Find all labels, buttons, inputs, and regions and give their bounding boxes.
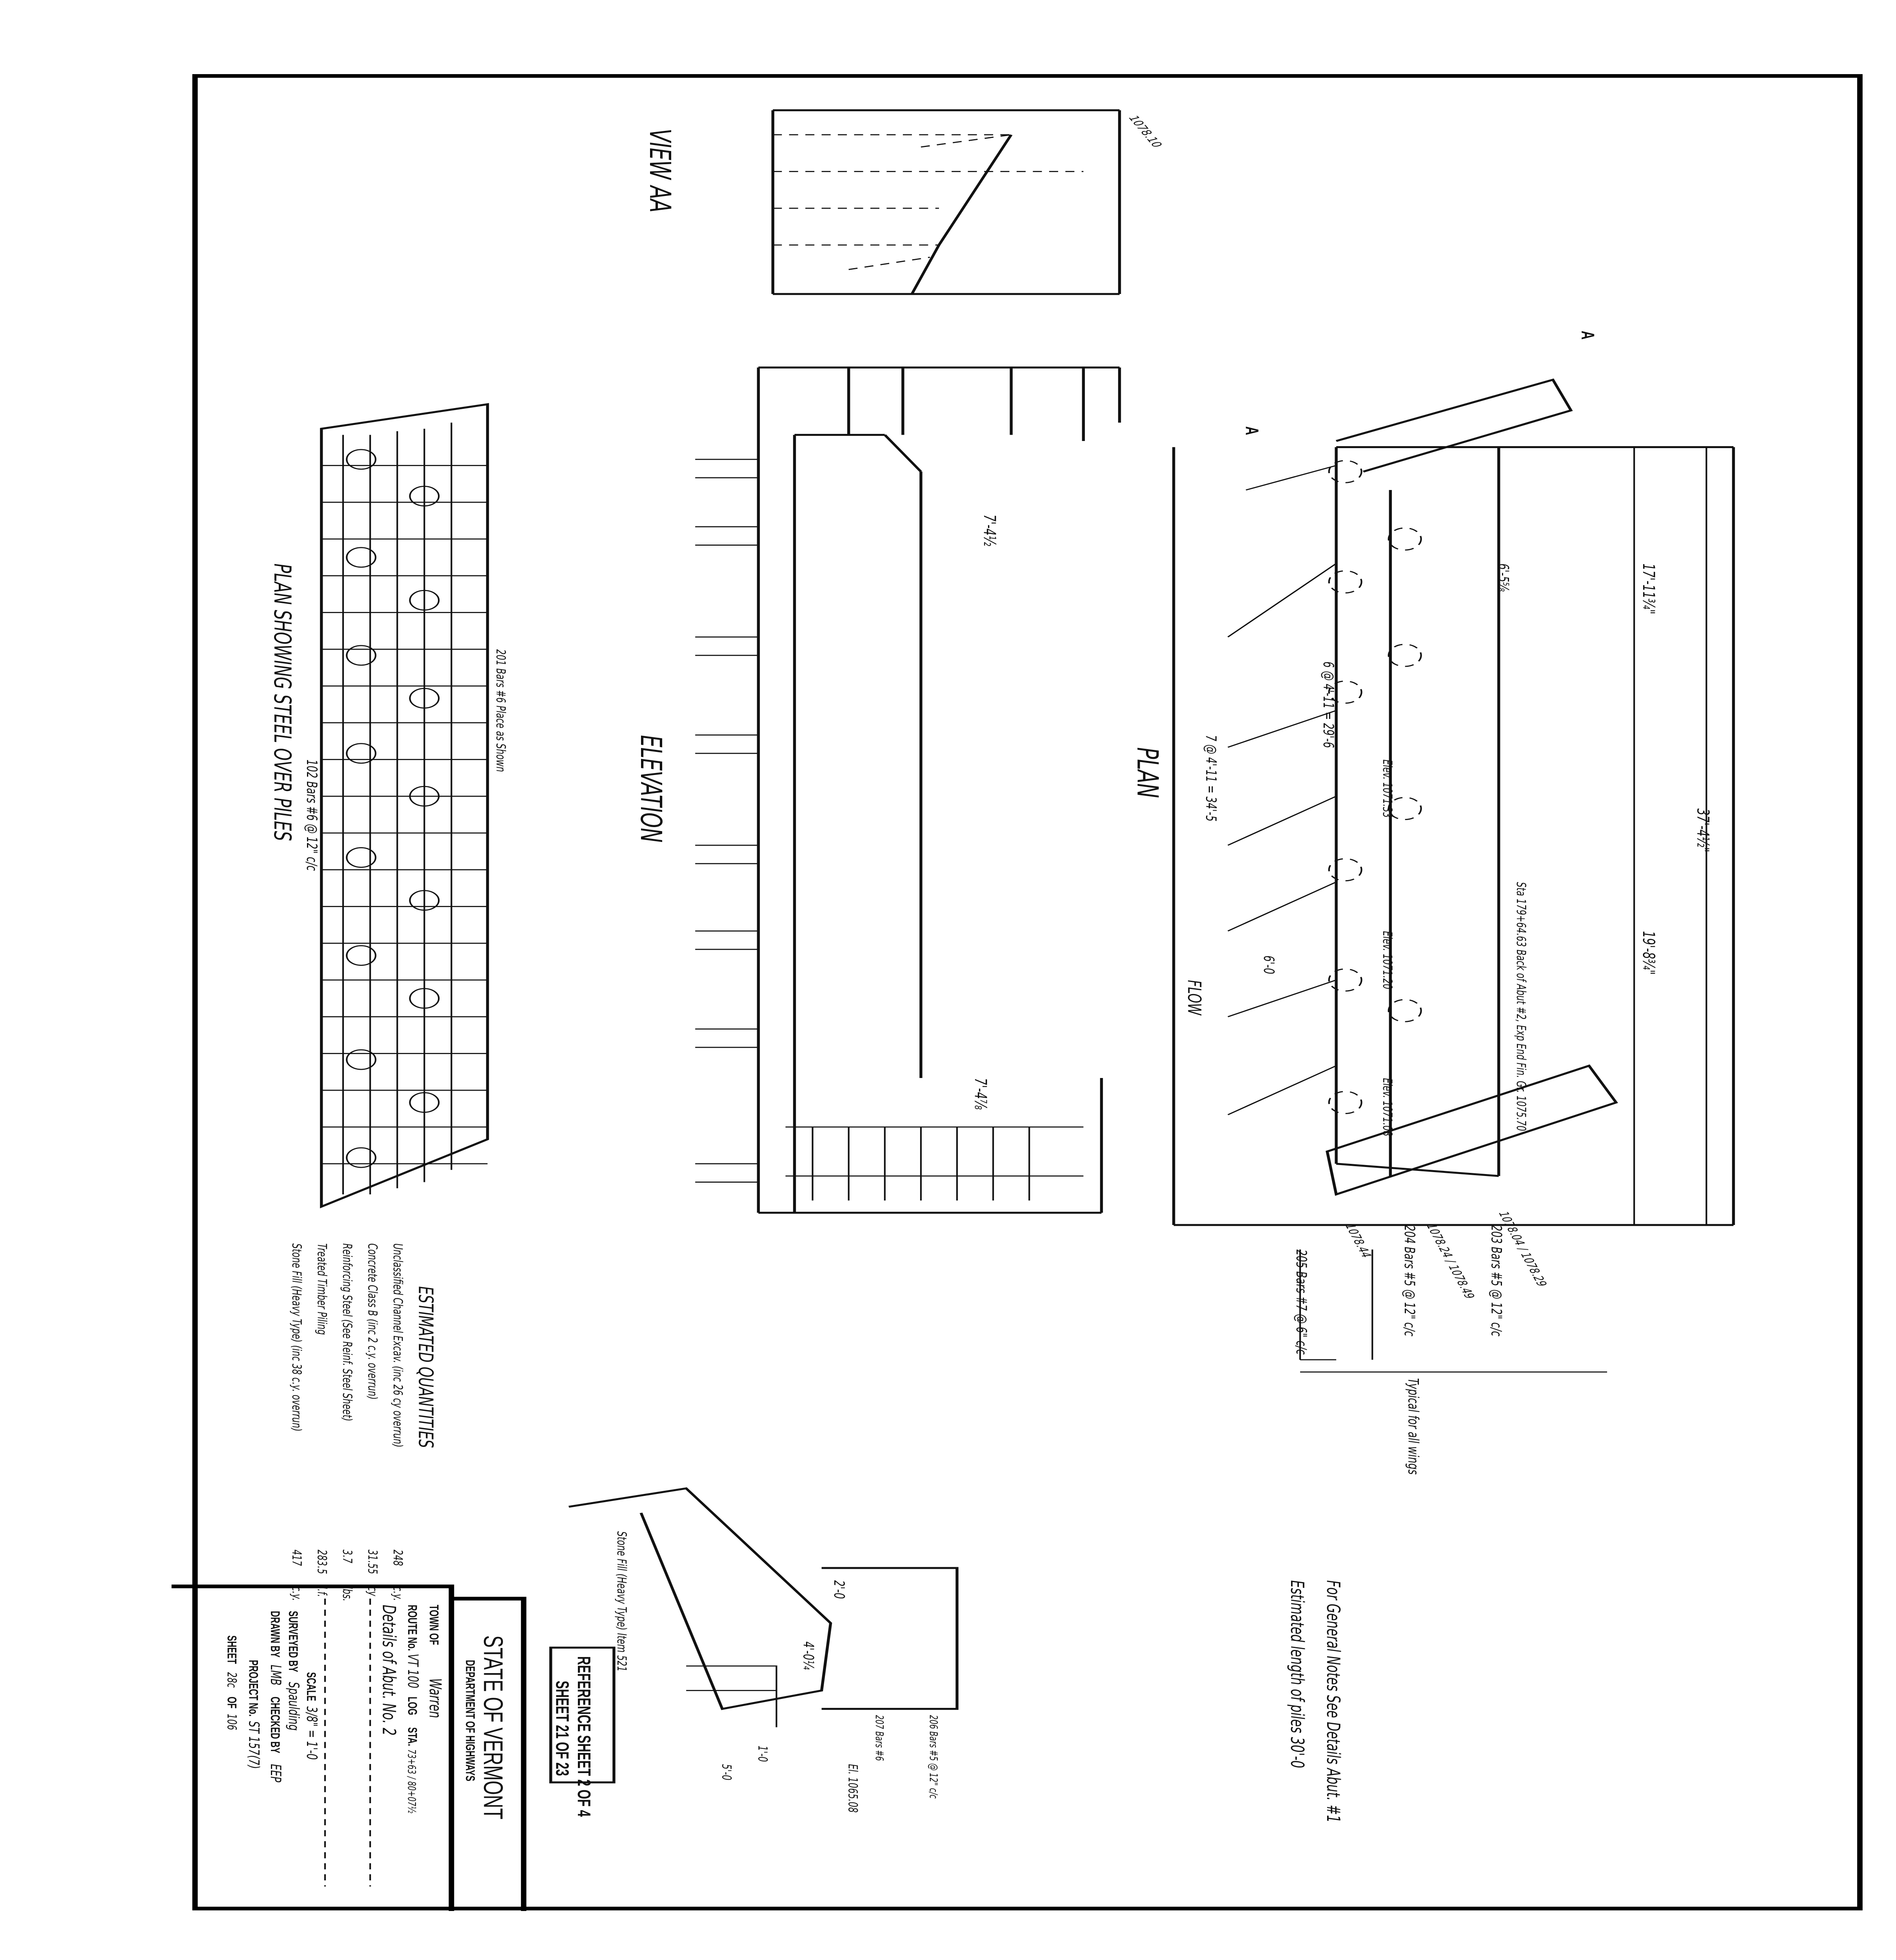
quantity-row: Concrete Class B (inc 2 c.y. overrun) 31… bbox=[365, 1243, 380, 1597]
quantity-row: Treated Timber Piling 283.5 l.f. bbox=[314, 1243, 329, 1597]
svg-text:ST 157(7): ST 157(7) bbox=[245, 1721, 262, 1769]
quantity-row: Unclassified Channel Excav. (inc 26 cy o… bbox=[390, 1243, 405, 1601]
estimated-quantities: ESTIMATED QUANTITIES Unclassified Channe… bbox=[289, 1243, 437, 1601]
elev-1071-08: Elev. 1071.08 bbox=[1380, 1078, 1395, 1136]
dim-b: 19'-8¾" bbox=[1639, 931, 1658, 975]
bar-203-label: 203 Bars #5 @ 12" c/c bbox=[1488, 1225, 1504, 1336]
svg-text:Unclassified Channel Excav. (i: Unclassified Channel Excav. (inc 26 cy o… bbox=[390, 1243, 405, 1448]
quantities-title: ESTIMATED QUANTITIES bbox=[414, 1286, 437, 1448]
scale-field: SCALE 3/8" = 1'-0 bbox=[303, 1672, 320, 1760]
dim-6-5: 6'-5⅝ bbox=[1495, 564, 1511, 592]
pile-spacing-b: 7 @ 4'-11 = 34'-5 bbox=[1202, 735, 1219, 822]
quantity-row: Reinforcing Steel (See Reinf. Steel Shee… bbox=[340, 1243, 354, 1601]
title-block: REFERENCE SHEET 2 OF 4 SHEET 21 OF 23 ST… bbox=[171, 1584, 616, 1911]
sec-206: 206 Bars #5 @ 12" c/c bbox=[927, 1715, 940, 1798]
svg-text:417: 417 bbox=[289, 1550, 304, 1566]
sec-1-0: 1'-0 bbox=[755, 1746, 770, 1762]
svg-text:ROUTE No.: ROUTE No. bbox=[405, 1605, 420, 1651]
svg-text:VT 100: VT 100 bbox=[405, 1654, 421, 1688]
svg-text:Spaulding: Spaulding bbox=[285, 1682, 302, 1731]
bar-205-label: 205 Bars #7 @ 6" c/c bbox=[1293, 1250, 1309, 1355]
svg-text:106: 106 bbox=[224, 1714, 239, 1730]
sec-2-0: 2'-0 bbox=[830, 1580, 847, 1599]
sec-5-0: 5'-0 bbox=[719, 1764, 734, 1780]
route-field: ROUTE No. VT 100 LOG STA. 73+63 / 80+07½ bbox=[405, 1605, 421, 1813]
dim-a: 17'-11¾" bbox=[1639, 564, 1658, 615]
typical-wings: Typical for all wings bbox=[1405, 1378, 1421, 1475]
pile-circles bbox=[1328, 460, 1422, 1114]
svg-text:PROJECT No.: PROJECT No. bbox=[247, 1660, 261, 1717]
svg-text:SHEET: SHEET bbox=[225, 1635, 239, 1664]
svg-text:SURVEYED BY: SURVEYED BY bbox=[286, 1611, 300, 1672]
section-marker-a: A bbox=[1578, 331, 1598, 340]
pile-spacing-a: 6 @ 4'-11 = 29'-6 bbox=[1320, 662, 1337, 748]
elevation-title: ELEVATION bbox=[634, 735, 667, 842]
svg-text:OF: OF bbox=[225, 1697, 239, 1708]
steel-plan-title: PLAN SHOWING STEEL OVER PILES bbox=[269, 564, 296, 841]
overall-length: 37'-4½" bbox=[1693, 809, 1712, 853]
bars-201-label: 201 Bars #6 Place as Shown bbox=[493, 649, 508, 772]
section-marker-a2: A bbox=[1242, 426, 1262, 436]
reference-line1: REFERENCE SHEET 2 OF 4 bbox=[574, 1656, 594, 1817]
section-detail: Stone Fill (Heavy Type) Item 521 2'-0 4'… bbox=[568, 1487, 959, 1813]
svg-text:SCALE: SCALE bbox=[304, 1672, 318, 1701]
svg-text:c.y.: c.y. bbox=[289, 1586, 304, 1601]
elevation-view: ELEVATION 7'-4½ 7'-4⅞ bbox=[634, 367, 1121, 1214]
sec-el: El. 1065.08 bbox=[845, 1764, 860, 1813]
plan-title: PLAN bbox=[1131, 747, 1164, 798]
svg-text:Concrete Class B (inc 2 c.y. o: Concrete Class B (inc 2 c.y. overrun) bbox=[365, 1243, 380, 1400]
project-field: PROJECT No. ST 157(7) bbox=[245, 1660, 262, 1769]
svg-text:STA.: STA. bbox=[405, 1727, 420, 1746]
sheet-field: SHEET 28c OF 106 bbox=[224, 1635, 239, 1730]
sec-207: 207 Bars #6 bbox=[873, 1715, 886, 1761]
svg-text:3.7: 3.7 bbox=[340, 1550, 354, 1563]
svg-text:Warren: Warren bbox=[426, 1678, 445, 1718]
svg-text:73+63 / 80+07½: 73+63 / 80+07½ bbox=[405, 1749, 418, 1813]
elev-1071-33: Elev. 1071.33 bbox=[1380, 760, 1395, 818]
dim-6-0: 6'-0 bbox=[1260, 956, 1277, 975]
svg-text:248: 248 bbox=[390, 1550, 405, 1566]
department-title: DEPARTMENT OF HIGHWAYS bbox=[463, 1660, 477, 1781]
svg-text:31.55: 31.55 bbox=[365, 1550, 380, 1574]
steel-plan-view: PLAN SHOWING STEEL OVER PILES 201 Bars #… bbox=[269, 403, 508, 1209]
flow-label: FLOW bbox=[1184, 980, 1205, 1016]
town-field: TOWN OF Warren bbox=[426, 1605, 445, 1718]
sec-4-0: 4'-0¼ bbox=[800, 1642, 816, 1670]
reference-line2: SHEET 21 OF 23 bbox=[552, 1681, 572, 1776]
note-general: For General Notes See Details Abut. #1 bbox=[1322, 1580, 1344, 1823]
svg-text:c.y.: c.y. bbox=[390, 1586, 405, 1601]
svg-text:Stone Fill (Heavy Type) (inc 3: Stone Fill (Heavy Type) (inc 38 c.y. ove… bbox=[289, 1243, 304, 1432]
svg-text:28c: 28c bbox=[224, 1672, 239, 1688]
agency-title: STATE OF VERMONT bbox=[478, 1635, 508, 1819]
svg-text:CHECKED BY: CHECKED BY bbox=[268, 1697, 282, 1753]
drawing-title: Details of Abut. No. 2 bbox=[378, 1605, 400, 1736]
reference-box bbox=[549, 1646, 616, 1784]
sta-note: Sta 179+64.63 Back of Abut #2, Exp End F… bbox=[1514, 882, 1528, 1131]
piles bbox=[695, 459, 759, 1183]
quantity-row: Stone Fill (Heavy Type) (inc 38 c.y. ove… bbox=[289, 1243, 304, 1601]
svg-text:LMB: LMB bbox=[267, 1665, 283, 1686]
svg-text:TOWN OF: TOWN OF bbox=[427, 1605, 441, 1645]
view-aa-title: VIEW AA bbox=[643, 129, 677, 212]
surveyed-field: SURVEYED BY Spaulding bbox=[285, 1611, 302, 1731]
svg-text:DRAWN BY: DRAWN BY bbox=[268, 1611, 282, 1657]
svg-text:Treated Timber Piling: Treated Timber Piling bbox=[314, 1243, 329, 1335]
svg-text:LOG: LOG bbox=[405, 1697, 420, 1715]
elev-1071-20: Elev. 1071.20 bbox=[1380, 931, 1395, 989]
elev-dim-b: 7'-4⅞ bbox=[971, 1078, 990, 1110]
elev-dim-a: 7'-4½ bbox=[980, 515, 999, 546]
svg-text:EEP: EEP bbox=[267, 1764, 283, 1782]
svg-text:283.5: 283.5 bbox=[314, 1550, 329, 1574]
svg-text:Reinforcing Steel (See Reinf.: Reinforcing Steel (See Reinf. Steel Shee… bbox=[340, 1243, 354, 1421]
svg-text:lbs.: lbs. bbox=[340, 1586, 354, 1601]
svg-text:3/8" = 1'-0: 3/8" = 1'-0 bbox=[303, 1706, 320, 1760]
bar-204-label: 204 Bars #5 @ 12" c/c bbox=[1401, 1225, 1418, 1336]
drawn-field: DRAWN BY LMB CHECKED BY EEP bbox=[267, 1611, 283, 1782]
sheet-border bbox=[192, 74, 1863, 1911]
stone-fill-label: Stone Fill (Heavy Type) Item 521 bbox=[614, 1531, 629, 1671]
bars-102-label: 102 Bars #6 @ 12" c/c bbox=[303, 760, 320, 871]
note-pile-length: Estimated length of piles 30'-0 bbox=[1286, 1580, 1308, 1768]
general-notes: For General Notes See Details Abut. #1 E… bbox=[1286, 1580, 1344, 1823]
